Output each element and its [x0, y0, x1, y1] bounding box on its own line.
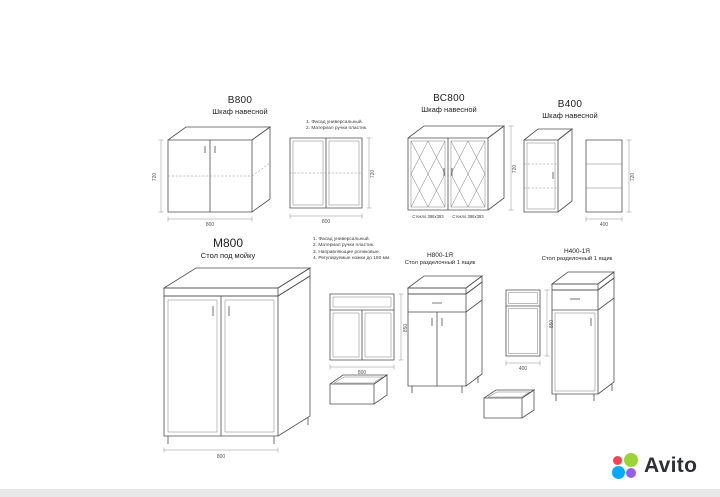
bc800-glass-caption-right: Стекло 386х393 [452, 214, 484, 219]
h400-height-dim: 850 [549, 320, 555, 329]
avito-logo-dot-green [624, 453, 638, 467]
note-line: 4. Регулируемые ножки до 180 мм. [313, 256, 391, 262]
h800-width-dim: 800 [358, 370, 367, 376]
h400-code: Н400-1Я [563, 248, 591, 255]
avito-logo-dot-red [613, 456, 622, 465]
b400-height-dim: 720 [630, 173, 636, 182]
b800-front-height-dim: 720 [370, 170, 376, 179]
b400-width-dim: 400 [600, 222, 609, 228]
drawer-drawing-left [329, 374, 389, 405]
b800-code: В800 [227, 95, 253, 106]
b800-height-dim: 720 [152, 173, 158, 182]
bc800-code: ВС800 [433, 93, 465, 104]
h800-height-dim: 850 [403, 324, 409, 333]
b400-front-view [585, 139, 632, 222]
h800-title: Стол разделочный 1 ящик [404, 260, 476, 266]
note-line: 1. Фасад универсальный. [313, 237, 370, 242]
h400-title: Стол разделочный 1 ящик [541, 256, 613, 262]
b400-perspective-drawing [523, 128, 574, 213]
m800-code: М800 [212, 236, 244, 250]
b800-width-dim: 800 [206, 222, 215, 228]
h400-perspective-drawing [550, 271, 616, 401]
bc800-height-dim: 720 [512, 165, 518, 174]
m800-width-dim: 800 [217, 454, 226, 460]
h400-width-dim: 400 [519, 366, 528, 372]
note-line: 1. Фасад универсальный. [306, 120, 363, 125]
h800-front-view [329, 293, 404, 370]
b400-code: В400 [557, 99, 583, 110]
bc800-glass-caption-left: Стекло 386х393 [412, 214, 444, 219]
h800-perspective-drawing [406, 275, 484, 393]
avito-brand-text: Avito [644, 454, 698, 477]
h400-front-view [505, 289, 550, 366]
b800-title: Шкаф навесной [212, 107, 268, 116]
bc800-perspective-drawing [407, 125, 514, 211]
b800-perspective-drawing [158, 126, 272, 222]
notes-top: 1. Фасад универсальный. 2. Материал ручк… [306, 120, 367, 133]
m800-perspective-drawing [162, 267, 312, 453]
h800-code: Н800-1Я [426, 252, 454, 259]
drawer-drawing-right [483, 389, 536, 419]
note-line: 3. Направляющие роликовые. [313, 249, 380, 255]
note-line: 2. Материал ручки пластик. [306, 126, 368, 132]
m800-title: Стол под мойку [200, 251, 256, 260]
bc800-title: Шкаф навесной [421, 105, 477, 114]
notes-bottom: 1. Фасад универсальный. 2. Материал ручк… [313, 237, 391, 263]
avito-logo-dot-purple [626, 468, 636, 478]
avito-logo-icon [612, 453, 638, 479]
avito-logo-dot-blue [612, 466, 625, 479]
bottom-strip [0, 489, 720, 497]
b800-front-width-dim: 800 [322, 219, 331, 225]
avito-watermark: Avito [612, 452, 697, 480]
b400-title: Шкаф навесной [542, 111, 598, 120]
note-line: 2. Материал ручки пластик. [313, 243, 375, 249]
b800-front-view [289, 137, 372, 219]
